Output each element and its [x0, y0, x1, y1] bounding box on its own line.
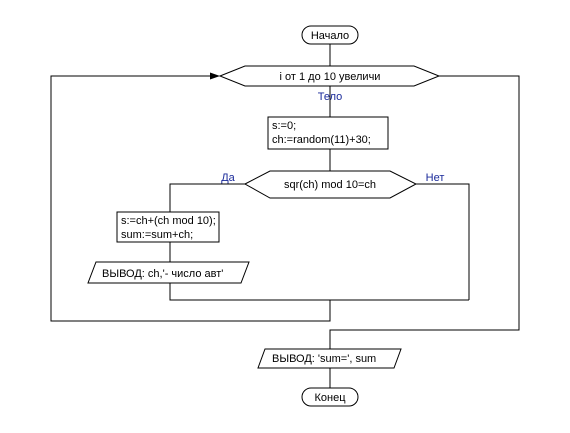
- start-label: Начало: [311, 30, 349, 42]
- end-label: Конец: [314, 392, 346, 404]
- loop-header: i от 1 до 10 увеличи: [218, 65, 441, 87]
- loop-return-line: [50, 75, 331, 322]
- start-terminal: Начало: [301, 25, 359, 45]
- yes-output-block: ВЫВОД: ch,'- число авт': [87, 261, 250, 284]
- init-block: s:=0; ch:=random(11)+30;: [267, 116, 389, 150]
- yes-block: s:=ch+(ch mod 10); sum:=sum+ch;: [116, 211, 220, 243]
- loop-return-arrow: [210, 72, 220, 80]
- condition-label: sqr(ch) mod 10=ch: [284, 179, 376, 191]
- yes-line-2: sum:=sum+ch;: [121, 229, 193, 241]
- yes-branch-label: Да: [221, 172, 235, 184]
- yes-line-1: s:=ch+(ch mod 10);: [121, 215, 216, 227]
- yes-output-label: ВЫВОД: ch,'- число авт': [102, 268, 223, 280]
- final-output-block: ВЫВОД: 'sum=', sum: [257, 348, 402, 369]
- condition-block: sqr(ch) mod 10=ch: [243, 170, 418, 199]
- loop-exit-line: [329, 75, 520, 349]
- final-output-label: ВЫВОД: 'sum=', sum: [272, 353, 376, 365]
- no-branch-line: [416, 183, 470, 300]
- no-branch-label: Нет: [426, 172, 445, 184]
- yes-merge-line: [169, 283, 469, 301]
- init-line-2: ch:=random(11)+30;: [272, 134, 371, 146]
- init-line-1: s:=0;: [272, 120, 296, 132]
- loop-header-label: i от 1 до 10 увеличи: [280, 71, 381, 83]
- yes-branch-line: [169, 183, 245, 212]
- end-terminal: Конец: [301, 387, 359, 407]
